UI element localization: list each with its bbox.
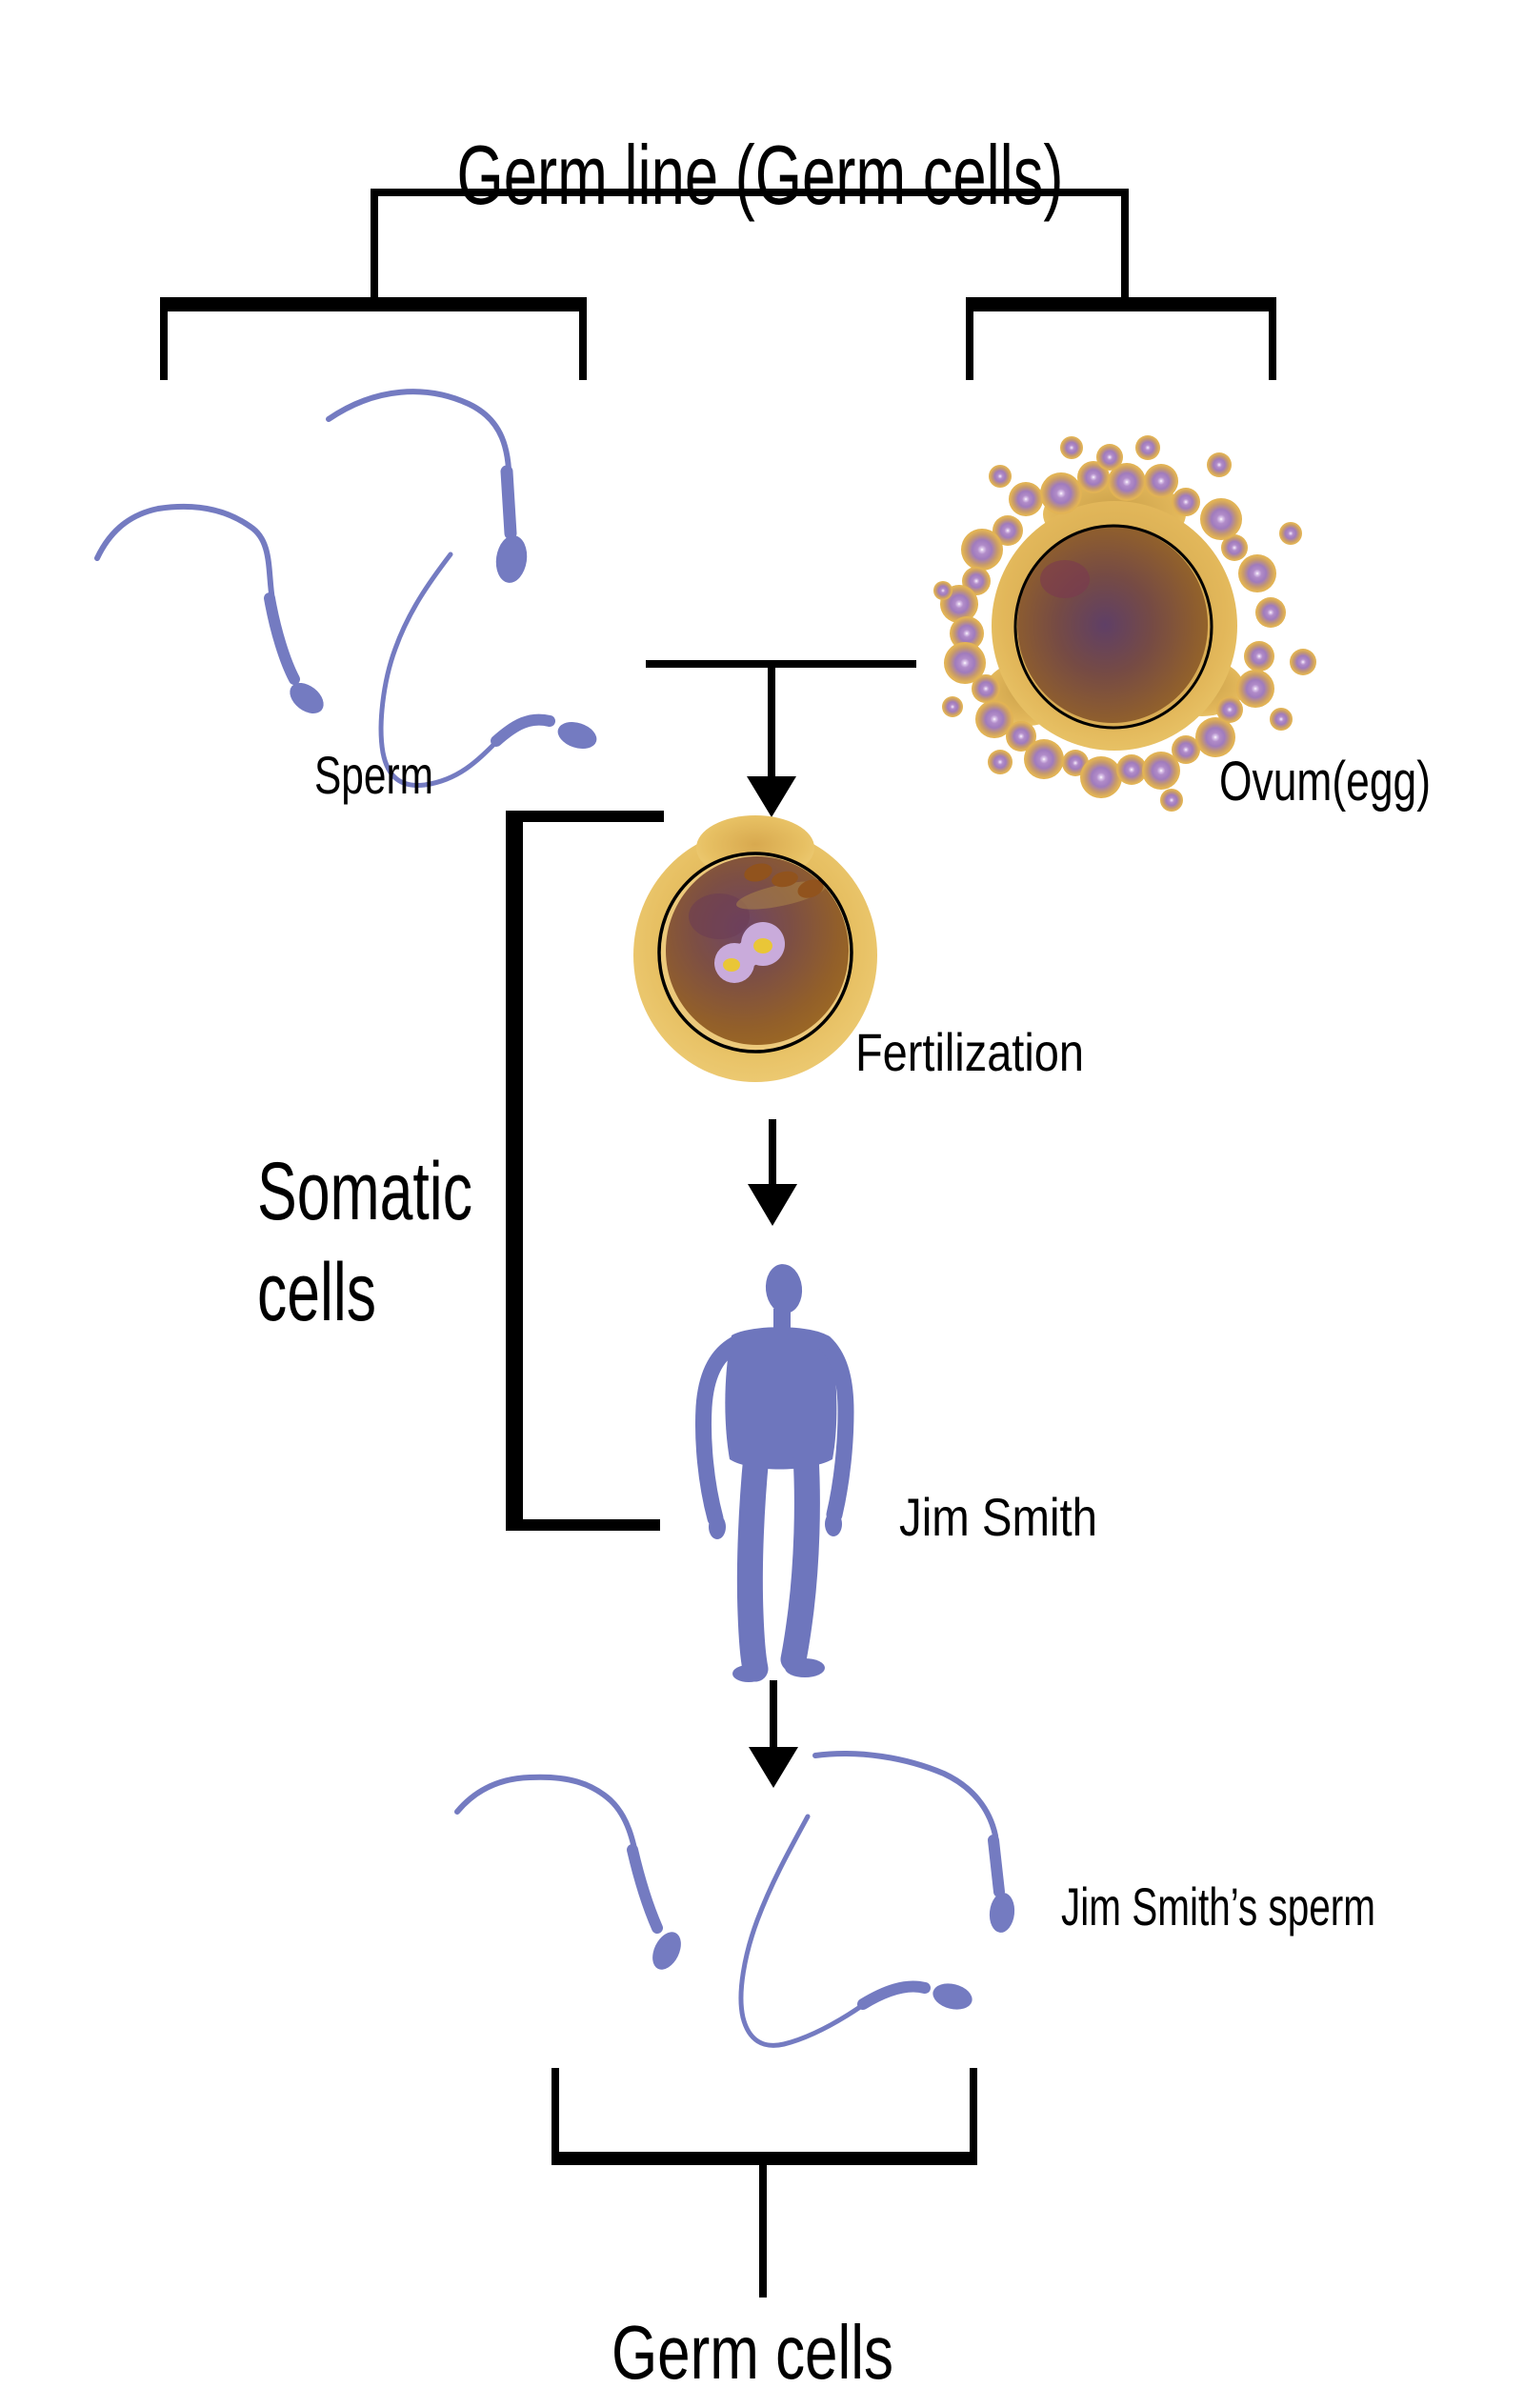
sperm-bar-right-leg <box>579 311 587 380</box>
jim-smith-label: Jim Smith <box>899 1487 1097 1547</box>
sperm-tail <box>812 1751 1001 1864</box>
somatic-cells-label-line2: cells <box>257 1247 376 1338</box>
junction-line <box>646 660 916 668</box>
ovum-maroon-spot <box>1040 560 1090 598</box>
meiosis-arrow-head <box>749 1747 798 1788</box>
figure-right-hand <box>825 1512 842 1536</box>
sperm-illustration <box>94 389 597 788</box>
sperm-head <box>290 682 324 714</box>
sperm-tail <box>326 389 513 532</box>
sperm-label: Sperm <box>314 745 433 805</box>
zygote-illustration <box>633 815 877 1082</box>
zygote-dark-blotch <box>689 893 750 939</box>
sperm-tail <box>454 1774 641 1870</box>
sperm-midpiece <box>627 1844 663 1934</box>
sperm-tail <box>738 1814 920 2048</box>
sperm-thick-bar <box>160 297 587 311</box>
figure-left-leg <box>736 1442 770 1682</box>
somatic-bracket-vertical <box>506 811 523 1531</box>
figure-left-foot <box>732 1665 765 1682</box>
germ-bracket-bar <box>551 2152 977 2165</box>
somatic-bracket-top-arm <box>506 811 664 822</box>
zygote-polar-bodies <box>735 863 827 910</box>
figure-right-foot <box>785 1658 825 1677</box>
zygote-membrane-outline <box>657 852 853 1054</box>
somatic-bracket <box>506 811 664 1531</box>
sperm-midpiece <box>500 465 517 540</box>
somatic-cells-label-line1: Somatic <box>257 1146 472 1237</box>
figure-left-hand <box>709 1515 726 1539</box>
zygote-pronuclei-nucleoli <box>723 938 772 972</box>
development-arrow <box>748 1119 797 1226</box>
ovum-bar-right-leg <box>1269 311 1276 380</box>
fertilization-arrow-head <box>747 776 796 817</box>
somatic-bracket-bottom-arm <box>506 1519 660 1531</box>
ovum-bar-left-leg <box>966 311 973 380</box>
sperm-head <box>989 1893 1015 1933</box>
meiosis-arrow <box>749 1680 798 1788</box>
fertilization-junction <box>646 660 916 817</box>
jim-sperm-label: Jim Smith’s sperm <box>1061 1876 1375 1936</box>
meiosis-arrow-shaft <box>770 1680 777 1749</box>
germ-bracket-right-leg <box>970 2068 977 2152</box>
fertilization-arrow-shaft <box>768 664 775 778</box>
sperm-midpiece <box>264 592 300 685</box>
bracket-right-drop-line <box>1121 189 1129 305</box>
germ-cells-label: Germ cells <box>612 2310 893 2395</box>
germ-bracket-stem <box>759 2165 767 2298</box>
development-arrow-head <box>748 1184 797 1226</box>
sperm-bar-left-leg <box>160 311 168 380</box>
ovum-label: Ovum(egg) <box>1219 751 1431 813</box>
top-bracket <box>160 189 1276 380</box>
germ-cells-bracket <box>551 2068 977 2298</box>
figure-torso <box>725 1327 837 1470</box>
figure-head <box>765 1264 803 1314</box>
sperm-head <box>932 1983 973 2010</box>
jim-sperm-illustration <box>454 1751 1015 2048</box>
development-arrow-shaft <box>769 1119 776 1186</box>
germ-bracket-left-leg <box>551 2068 559 2152</box>
bracket-left-drop-line <box>371 189 378 305</box>
ovum-corona-radiata-cells <box>933 435 1316 812</box>
sperm-head <box>495 535 528 583</box>
sperm-head <box>652 1932 681 1970</box>
page-title: Germ line (Germ cells) <box>457 128 1064 222</box>
sperm-midpiece <box>988 1835 1005 1897</box>
figure-right-arm <box>816 1334 854 1523</box>
bracket-horizontal-line <box>371 189 1125 196</box>
sperm-tail <box>94 503 298 682</box>
ovum-thick-bar <box>966 297 1276 311</box>
sperm-midpiece <box>857 1980 931 2010</box>
ovum-illustration <box>933 435 1316 812</box>
ovum-membrane-outline <box>1013 524 1213 730</box>
fertilization-label: Fertilization <box>855 1022 1084 1082</box>
ovum-ooplasm <box>1017 527 1208 723</box>
jim-smith-figure <box>695 1264 854 1682</box>
figure-left-arm <box>695 1334 746 1527</box>
sperm-head <box>557 722 597 749</box>
sperm-midpiece <box>491 713 555 747</box>
figure-right-leg <box>780 1442 820 1673</box>
